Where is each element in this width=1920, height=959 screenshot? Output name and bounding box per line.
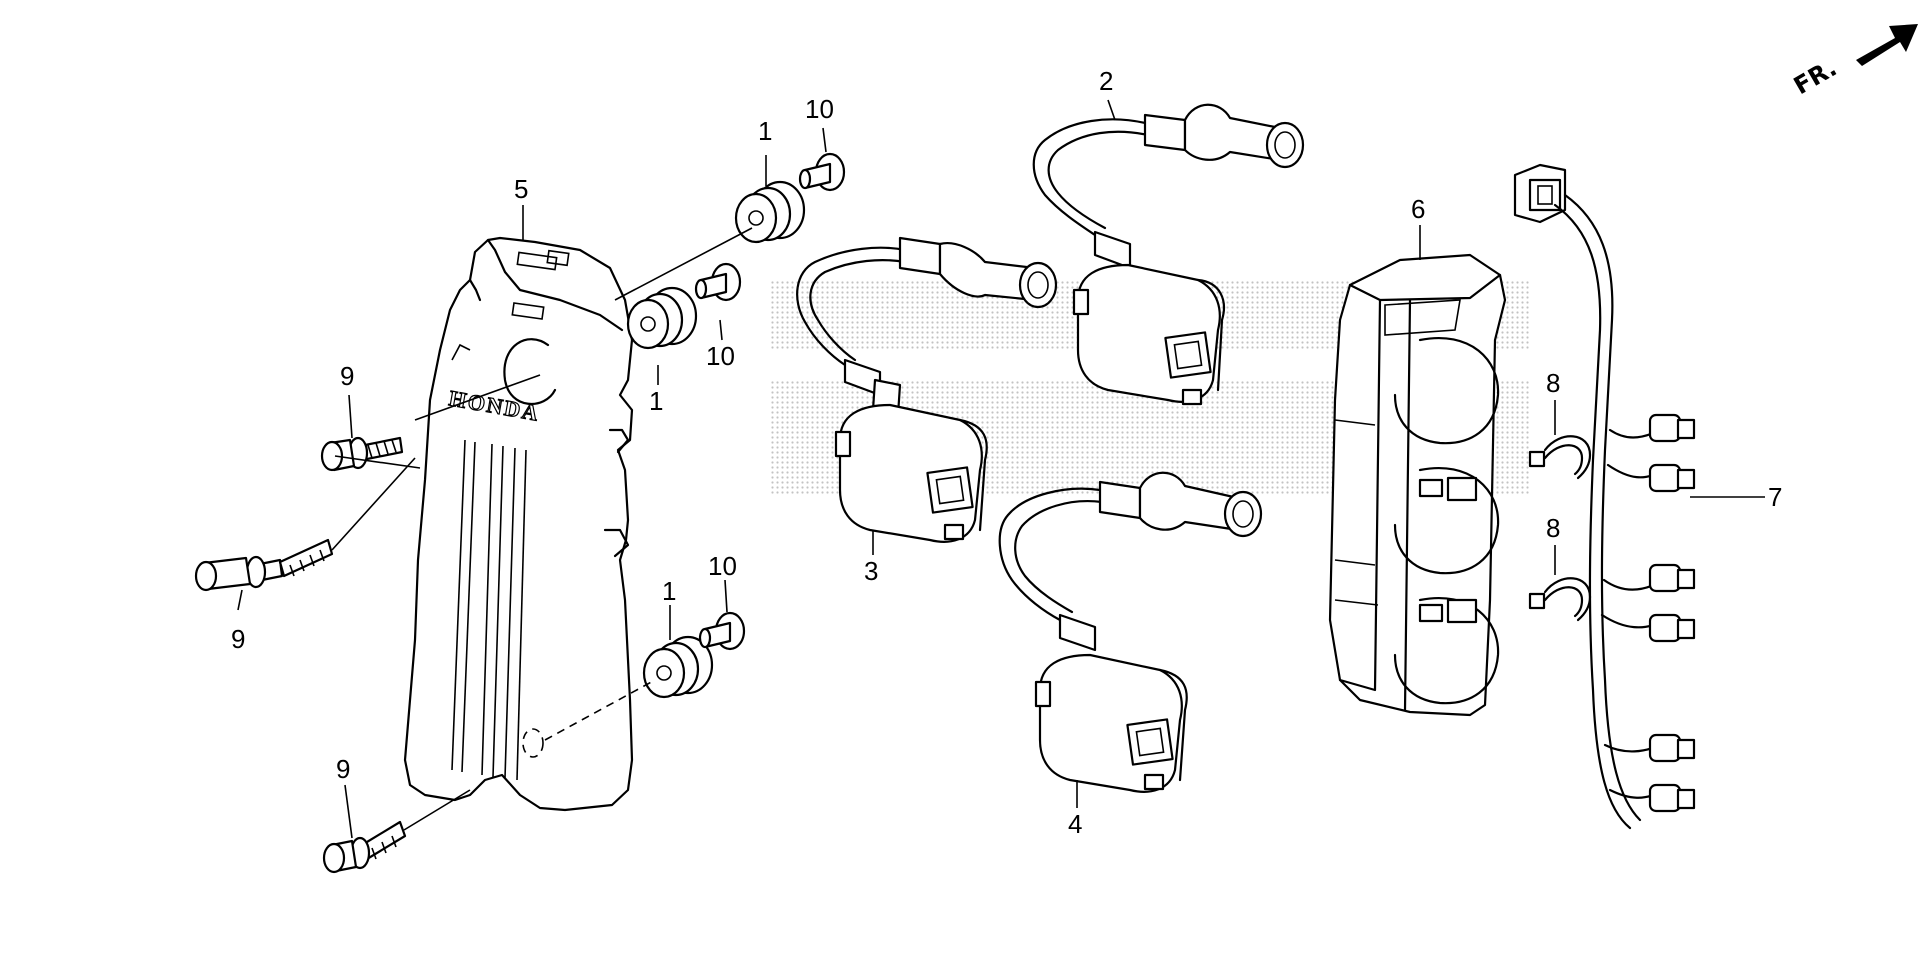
bolt-middle [194, 538, 334, 592]
fr-label: FR. [1789, 54, 1841, 100]
grommet-bottom [642, 635, 714, 699]
callout-1-top: 1 [758, 116, 772, 146]
assembly-lines [331, 227, 753, 831]
callout-10-bottom: 10 [708, 551, 737, 581]
grommet-top [734, 180, 806, 244]
harness-connector-3 [1648, 563, 1696, 593]
clip-upper [1528, 435, 1592, 480]
bolt-upper [320, 436, 404, 472]
grommet-middle [626, 286, 698, 350]
collar-top [798, 152, 846, 192]
callouts: 1 1 1 10 10 10 5 9 9 9 2 3 4 6 8 8 7 [231, 66, 1782, 839]
harness-connector-5 [1648, 733, 1696, 763]
collar-middle [694, 262, 742, 302]
callout-4: 4 [1068, 809, 1082, 839]
callout-10-top: 10 [805, 94, 834, 124]
callout-3: 3 [864, 556, 878, 586]
harness-connector-1 [1648, 413, 1696, 443]
callout-9-lower: 9 [336, 754, 350, 784]
front-direction-indicator: FR. [1789, 24, 1918, 100]
callout-1-middle: 1 [649, 386, 663, 416]
clip-lower [1528, 577, 1592, 622]
callout-1-bottom: 1 [662, 576, 676, 606]
callout-9-middle: 9 [231, 624, 245, 654]
harness-connector-4 [1648, 613, 1696, 643]
callout-6: 6 [1411, 194, 1425, 224]
wire-harness [1513, 163, 1696, 830]
callout-10-middle: 10 [706, 341, 735, 371]
coil-cover: HONDA [403, 236, 634, 812]
callout-8-lower: 8 [1546, 513, 1560, 543]
ignition-coil-2 [1032, 103, 1305, 406]
harness-connector-2 [1648, 463, 1696, 493]
coil-bracket [1328, 253, 1507, 717]
front-arrow-icon [1856, 24, 1918, 66]
callout-8-upper: 8 [1546, 368, 1560, 398]
callout-7: 7 [1768, 482, 1782, 512]
callout-9-upper: 9 [340, 361, 354, 391]
harness-connector-6 [1648, 783, 1696, 813]
callout-2: 2 [1099, 66, 1113, 96]
collar-bottom [698, 611, 746, 651]
ignition-coil-4 [998, 471, 1263, 793]
bolt-lower [322, 820, 407, 874]
ignition-coil-3 [796, 236, 1058, 543]
callout-5: 5 [514, 174, 528, 204]
callout-leaders [237, 99, 1765, 839]
